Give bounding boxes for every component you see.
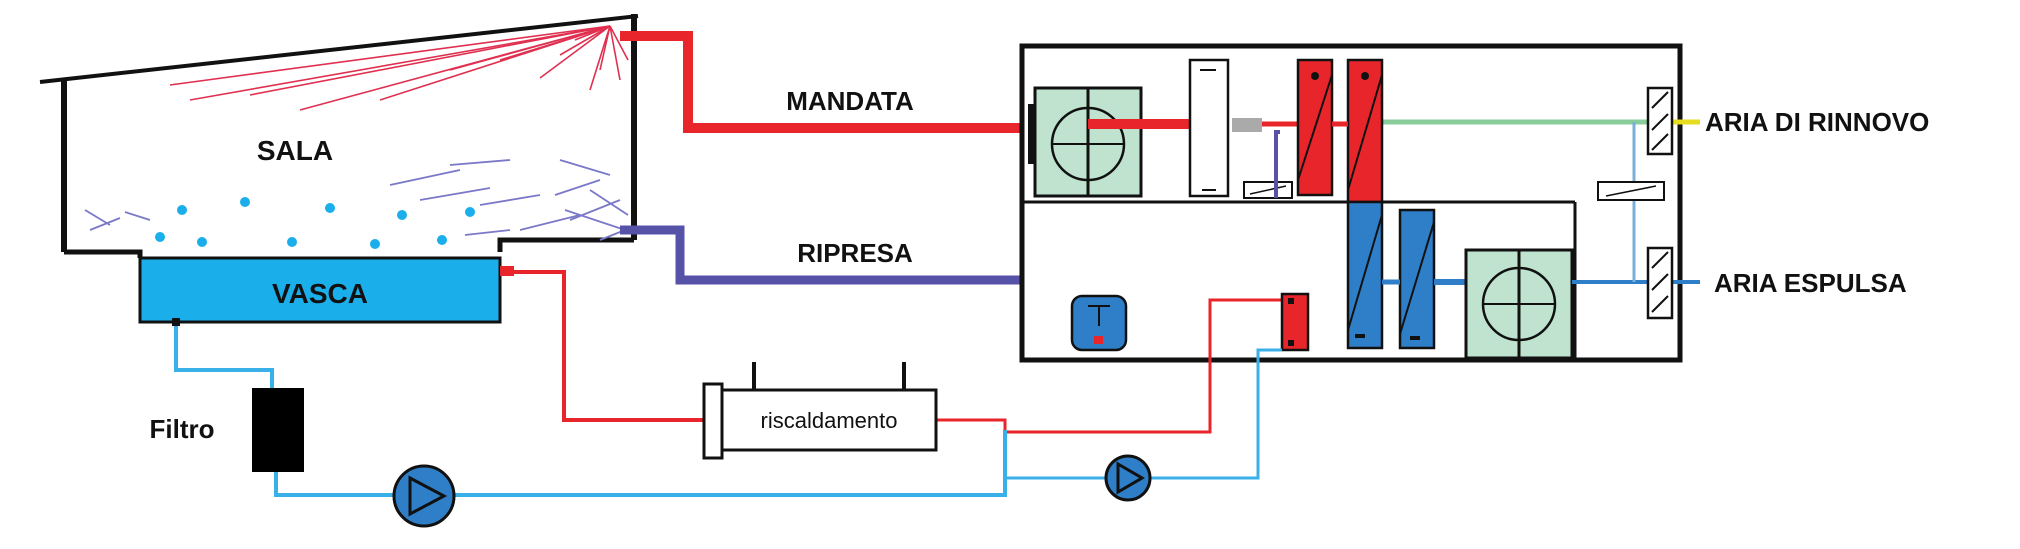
return-duct [620, 225, 1345, 285]
hot-water-to-coil [936, 298, 1282, 434]
heater: riscaldamento [702, 362, 938, 460]
room-roof [39, 14, 639, 84]
main-pump [392, 464, 456, 528]
supply-coils [1296, 58, 1384, 204]
secondary-pump [1104, 454, 1152, 502]
filter-label: Filtro [150, 414, 215, 444]
hot-water-return-to-heater [500, 270, 710, 422]
recovery-coil-bottom [1346, 200, 1384, 350]
evaporation-droplets [155, 197, 475, 249]
cold-water-main [274, 430, 1007, 497]
room-floor-left [64, 249, 143, 258]
supply-label: MANDATA [786, 86, 914, 116]
pool-basin [138, 256, 502, 324]
fresh-air-damper [1646, 86, 1674, 156]
fresh-air-label: ARIA DI RINNOVO [1705, 107, 1929, 137]
pool-label: VASCA [272, 278, 368, 309]
cold-water-to-coil [1005, 348, 1282, 480]
supply-fan [1028, 86, 1143, 198]
heater-label: riscaldamento [761, 408, 898, 433]
room-label: SALA [257, 135, 333, 166]
supply-filter-panel [1188, 58, 1230, 198]
water-coil-block [1280, 292, 1310, 352]
supply-duct [620, 31, 1025, 133]
room-floor-right [497, 237, 634, 252]
return-label: RIPRESA [797, 238, 913, 268]
room [39, 14, 639, 258]
exhaust-damper [1646, 246, 1674, 320]
exhaust-fan [1464, 248, 1574, 360]
pool-drain-line [174, 322, 274, 388]
pool-inlet-nozzle [500, 266, 514, 276]
filter-body [252, 388, 304, 472]
supply-air-jets [169, 25, 629, 111]
connector-grey [1232, 118, 1262, 132]
return-air-strokes [84, 159, 631, 241]
recirculation-line [1274, 130, 1280, 198]
exhaust-air-label: ARIA ESPULSA [1714, 268, 1907, 298]
thermostat-icon [1070, 294, 1128, 352]
